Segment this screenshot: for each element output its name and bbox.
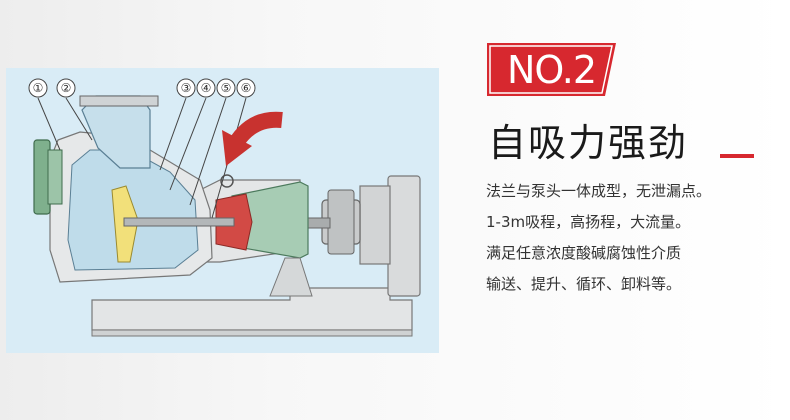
description-line: 法兰与泵头一体成型，无泄漏点。	[486, 182, 712, 200]
part-2-label: ②	[61, 81, 72, 95]
base-plate-edge	[91, 329, 413, 337]
pump-diagram: ① ② ③ ④ ⑤ ⑥	[6, 68, 439, 353]
step-badge: NO.2	[487, 43, 616, 96]
badge-text: NO.2	[506, 47, 597, 92]
lifting-eye	[220, 174, 234, 188]
leader-lines	[37, 97, 247, 219]
part-5-circle	[216, 78, 236, 98]
part-1-circle	[28, 78, 48, 98]
motor-end	[359, 185, 391, 265]
description-line: 输送、提升、循环、卸料等。	[486, 275, 682, 293]
part-6-label: ⑥	[241, 81, 252, 95]
part-5-label: ⑤	[221, 81, 232, 95]
badge-shape	[487, 43, 616, 96]
feature-description: 法兰与泵头一体成型，无泄漏点。 1-3m吸程，高扬程，大流量。 满足任意浓度酸碱…	[486, 176, 786, 300]
part-number-labels: ① ② ③ ④ ⑤ ⑥	[28, 78, 256, 98]
part-3-circle	[176, 78, 196, 98]
motor-housing	[387, 175, 421, 297]
part-4-circle	[196, 78, 216, 98]
inlet-neck	[47, 149, 63, 205]
coupling-hub	[327, 189, 355, 255]
part-3-label: ③	[181, 81, 192, 95]
part-4-label: ④	[201, 81, 212, 95]
part-2-circle	[56, 78, 76, 98]
description-line: 满足任意浓度酸碱腐蚀性介质	[486, 244, 682, 262]
part-6-circle	[236, 78, 256, 98]
part-1-label: ①	[33, 81, 44, 95]
discharge-flange	[79, 95, 159, 107]
title-underline	[720, 154, 754, 158]
pump-shaft	[123, 217, 235, 227]
feature-title: 自吸力强劲	[488, 121, 689, 165]
description-line: 1-3m吸程，高扬程，大流量。	[486, 213, 691, 231]
support-foot	[269, 257, 313, 297]
curved-arrow-icon	[222, 111, 283, 166]
